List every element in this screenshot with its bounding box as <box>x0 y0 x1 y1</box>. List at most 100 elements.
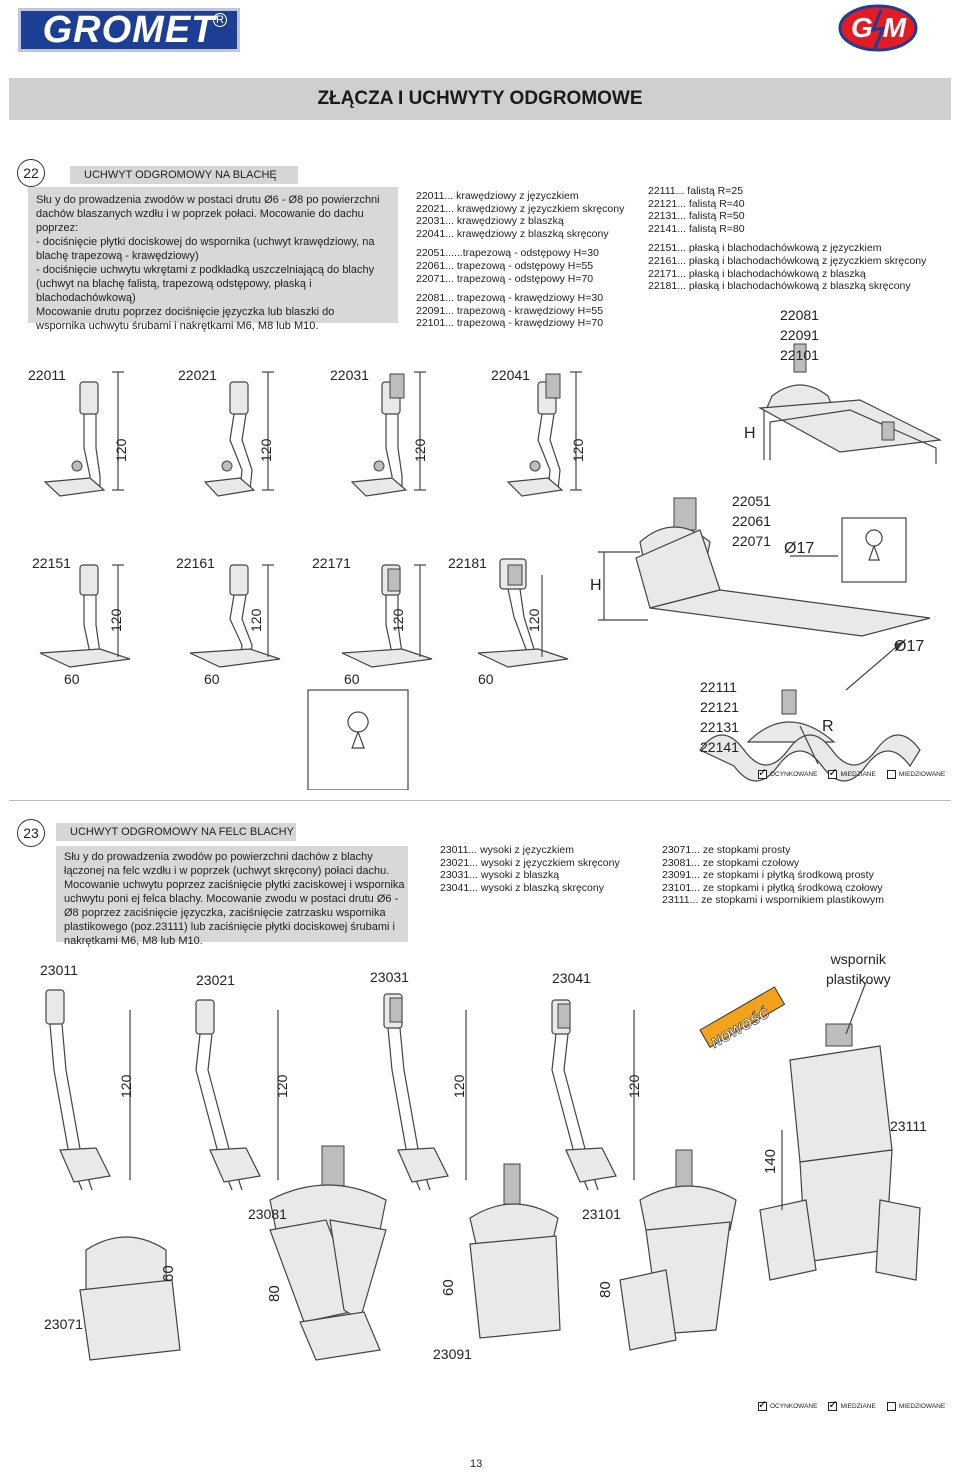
dimension-label: 120 <box>526 608 542 632</box>
bracket-foot <box>43 477 106 497</box>
dimension-label: 120 <box>570 438 586 462</box>
checkbox-copper <box>828 766 838 779</box>
section22-drawings <box>39 343 943 790</box>
code-item: 22091... trapezową - krawędziowy H=55 <box>416 304 604 317</box>
code-item: 22161... płaską i blachodachówkową z jęz… <box>648 254 927 267</box>
code-item: 22101... trapezową - krawędziowy H=70 <box>416 317 604 330</box>
code-item: 22021... krawędziowy z języczkiem skręco… <box>416 202 625 215</box>
part-label: 22041 <box>491 367 530 383</box>
part-label: 22181 <box>448 555 487 571</box>
code-item: 22071... trapezową - odstępowy H=70 <box>416 272 594 285</box>
code-item: 23031... wysoki z blaszką <box>440 869 560 882</box>
page-title: ZŁĄCZA I UCHWYTY ODGROMOWE <box>9 78 951 120</box>
drawing-23081 <box>269 1145 387 1361</box>
bracket-head <box>79 381 99 415</box>
code-item: 22171... płaską i blachodachówkową z bla… <box>648 267 866 280</box>
code-item: 22011... krawędziowy z języczkiem <box>416 190 579 202</box>
drawing-23101 <box>619 1149 737 1351</box>
gromet-logo-text: GROMET <box>42 8 216 51</box>
code-item: 22121... falistą R=40 <box>648 197 745 210</box>
gromet-logo: GROMET R <box>18 8 240 52</box>
part-label: 23041 <box>552 970 591 986</box>
dimension-label: 120 <box>626 1074 642 1098</box>
dimension-label: 60 <box>440 1279 457 1296</box>
dimension-label: R <box>822 718 834 735</box>
part-label: 23011 <box>40 962 78 978</box>
code-item: 22141... falistą R=80 <box>648 222 745 235</box>
registered-icon: R <box>213 13 227 27</box>
drawing-23071 <box>79 1236 181 1361</box>
dimension-label: 120 <box>258 438 274 462</box>
code-list-high: 23011... wysoki z języczkiem 23021... wy… <box>440 844 620 894</box>
code-list-corrugated: 22111... falistą R=25 22121... falistą R… <box>648 185 926 293</box>
gm-logo-text: GM <box>851 12 917 43</box>
dimension-label: 120 <box>451 1074 467 1098</box>
new-badge <box>699 986 786 1049</box>
dimension-label: Ø17 <box>784 540 815 557</box>
dimension-label: 120 <box>274 1074 290 1098</box>
keyhole-plate <box>307 689 409 790</box>
dimension-label: 140 <box>762 1148 779 1174</box>
code-item: 23101... ze stopkami i płytką środkową c… <box>662 881 883 894</box>
checkbox-copper-plated <box>886 1402 896 1411</box>
dimension-label: H <box>744 425 756 442</box>
drawing-23091 <box>469 1163 561 1339</box>
dimension-label: 60 <box>478 671 494 687</box>
part-label: 23101 <box>582 1206 621 1222</box>
part-label-group: 22051 22061 22071 <box>732 493 771 549</box>
part-label: 22021 <box>178 367 217 383</box>
part-label-group: wspornik plastikowy <box>826 951 891 987</box>
dimension-label: 60 <box>160 1265 177 1282</box>
finish-legend: OCYNKOWANE MIEDZIANE MIEDZIOWANE <box>758 1398 945 1411</box>
code-item: 23081... ze stopkami czołowy <box>662 856 800 869</box>
dimension-label: 120 <box>390 608 406 632</box>
section-number: 23 <box>17 819 45 847</box>
dimension-label: 80 <box>597 1281 614 1298</box>
page-number: 13 <box>470 1458 483 1470</box>
code-item: 23011... wysoki z języczkiem <box>440 844 575 856</box>
section-divider <box>9 800 951 801</box>
dimension-label: 120 <box>248 608 264 632</box>
checkbox-galvanized <box>758 1398 767 1411</box>
dimension-label: 120 <box>118 1074 134 1098</box>
section-description: Słu y do prowadzenia zwodów w postaci dr… <box>28 187 398 332</box>
part-label: 22161 <box>176 555 215 571</box>
code-item: 22061... trapezową - odstępowy H=55 <box>416 259 594 272</box>
gm-logo: GM <box>837 2 919 54</box>
section-description: Słu y do prowadzenia zwodów po powierzch… <box>56 846 408 947</box>
finish-legend: OCYNKOWANE MIEDZIANE MIEDZIOWANE <box>758 766 945 779</box>
dimension-label: 120 <box>412 438 428 462</box>
part-label: 23081 <box>248 1206 287 1222</box>
part-label: 23021 <box>196 972 235 988</box>
section-title: UCHWYT ODGROMOWY NA FELC BLACHY <box>56 823 296 841</box>
section-number: 22 <box>17 159 45 187</box>
checkbox-copper <box>828 1398 838 1411</box>
code-item: 22151... płaską i blachodachówkową z jęz… <box>648 242 882 255</box>
dimension-label: 60 <box>344 671 360 687</box>
code-item: 22081... trapezową - krawędziowy H=30 <box>416 292 604 305</box>
code-item: 23091... ze stopkami i płytką środkową p… <box>662 869 874 882</box>
part-label: 22171 <box>312 555 351 571</box>
section-title: UCHWYT ODGROMOWY NA BLACHĘ <box>70 166 298 184</box>
code-list-feet: 23071... ze stopkami prosty 23081... ze … <box>662 844 884 907</box>
dimension-label: 120 <box>108 608 124 632</box>
drawing-22051 <box>598 497 931 637</box>
code-item: 23111... ze stopkami i wspornikiem plast… <box>662 894 884 907</box>
drawing-22111 <box>699 689 921 782</box>
part-label: 23111 <box>890 1118 927 1134</box>
dimension-label: 80 <box>266 1285 283 1302</box>
code-item: 22131... falistą R=50 <box>648 210 745 223</box>
part-label: 23071 <box>44 1316 83 1332</box>
dimension-label: 60 <box>64 671 80 687</box>
dimension-label: H <box>590 577 602 594</box>
dimension-label: 120 <box>113 438 129 462</box>
code-item: 23071... ze stopkami prosty <box>662 844 791 856</box>
code-item: 23041... wysoki z blaszką skręcony <box>440 881 604 894</box>
code-item: 22181... płaską i blachodachówkową z bla… <box>648 280 911 293</box>
code-item: 22051......trapezową - odstępowy H=30 <box>416 247 599 260</box>
drawing-22081 <box>757 343 943 464</box>
dimension-label: Ø17 <box>894 638 925 655</box>
part-label: 22151 <box>32 555 71 571</box>
part-label: 23031 <box>370 969 409 985</box>
section23-drawings <box>45 981 921 1361</box>
